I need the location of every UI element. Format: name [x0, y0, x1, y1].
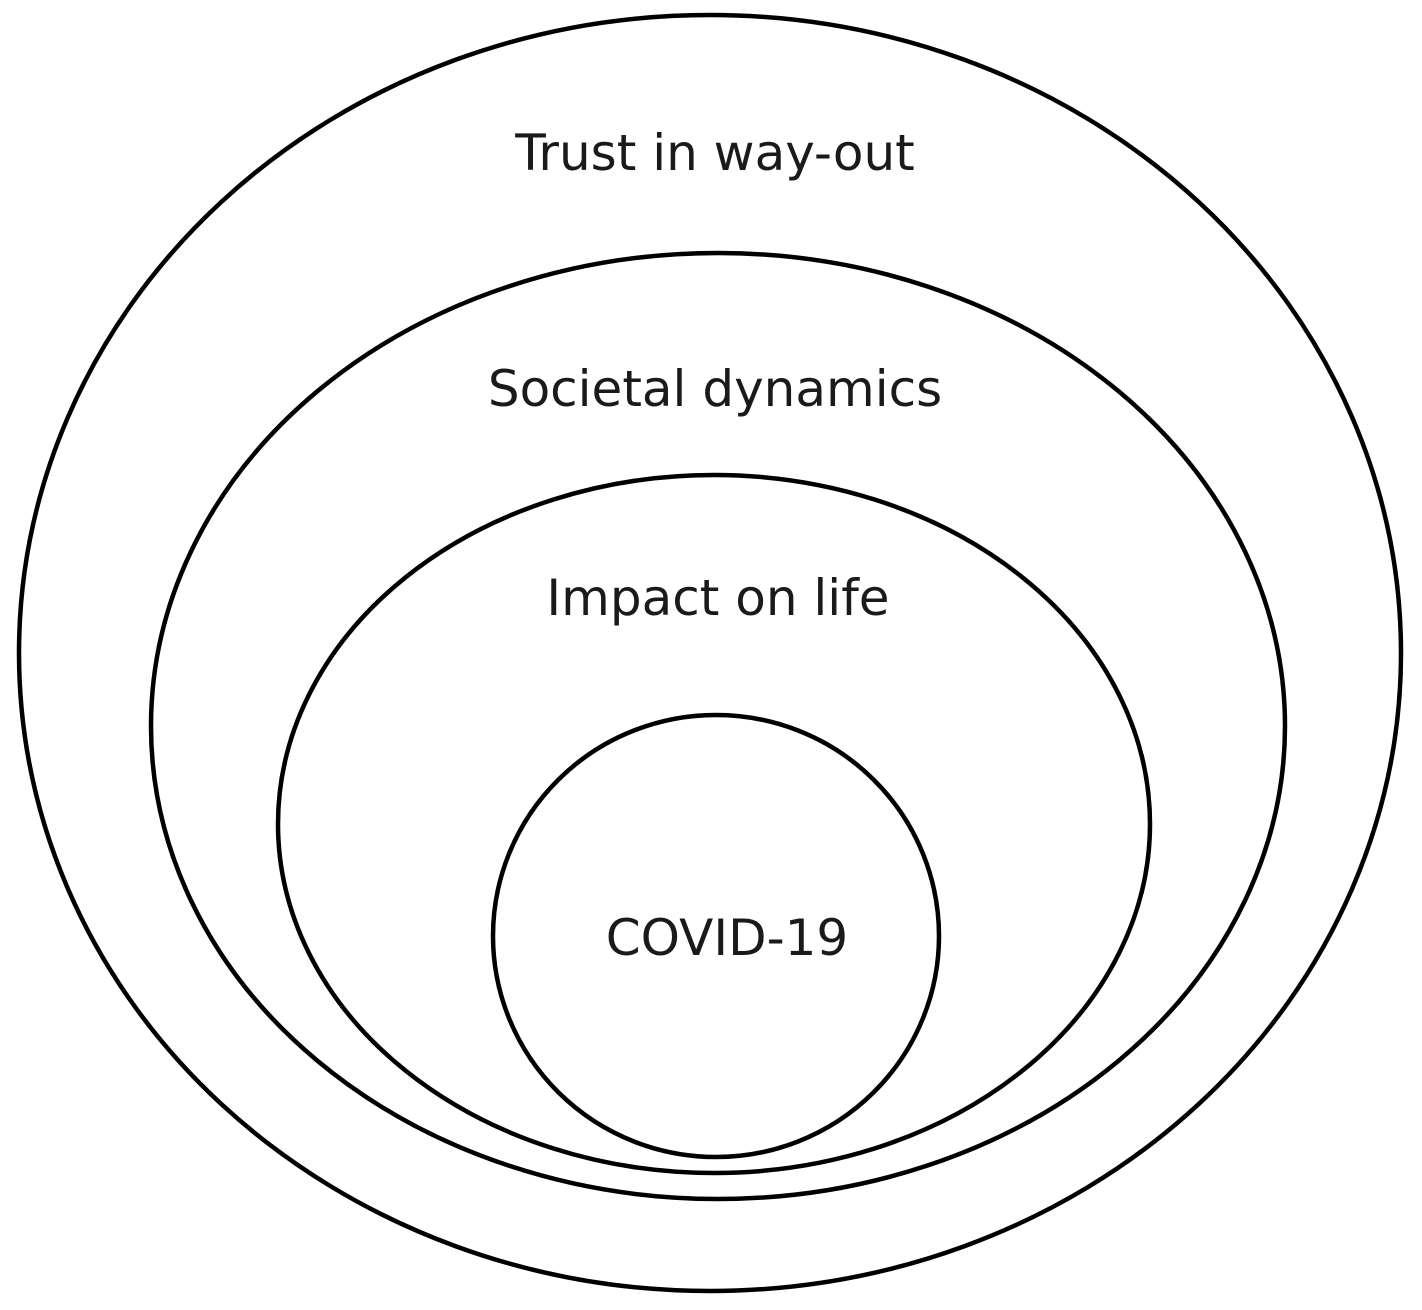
ring-impact-on-life [275, 472, 1153, 1176]
label-impact-on-life: Impact on life [546, 569, 889, 627]
label-societal-dynamics: Societal dynamics [488, 360, 942, 418]
ring-covid-19 [490, 712, 942, 1160]
label-trust-in-way-out: Trust in way-out [514, 124, 915, 182]
label-covid-19: COVID-19 [606, 909, 849, 967]
ring-societal-dynamics [148, 250, 1288, 1202]
ring-trust-in-way-out [16, 12, 1404, 1294]
